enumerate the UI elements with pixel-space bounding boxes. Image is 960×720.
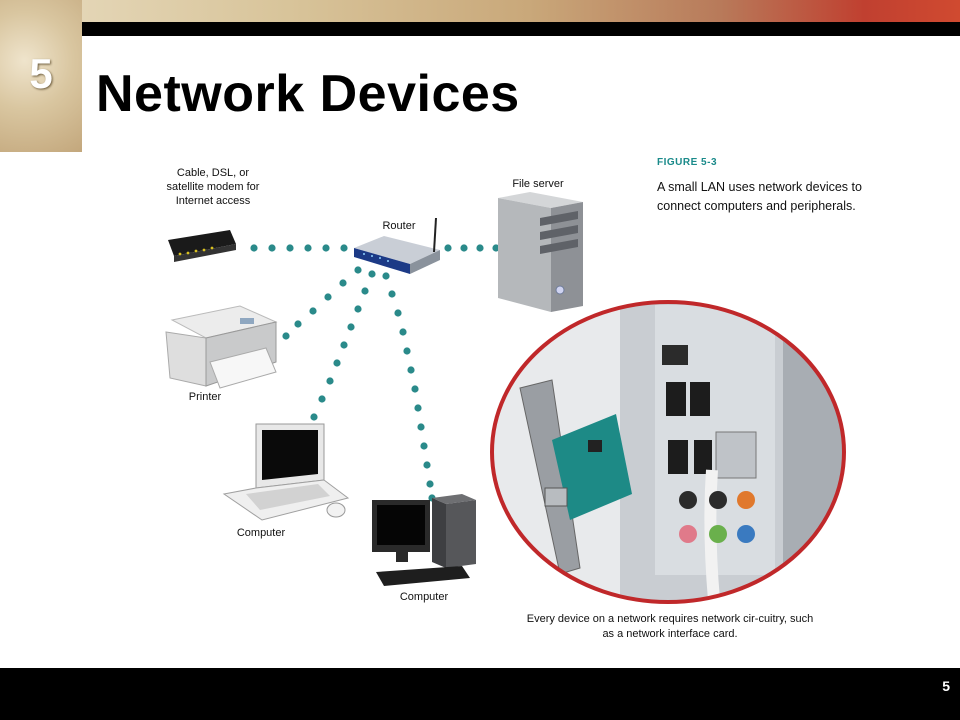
router-printer-link <box>282 266 362 340</box>
slide-title: Network Devices <box>96 65 520 123</box>
chapter-number: 5 <box>29 50 53 97</box>
router-laptop-link <box>310 270 376 421</box>
header-black-bar <box>82 22 960 36</box>
chapter-leaf-background <box>0 0 82 152</box>
footer-bar <box>0 668 960 720</box>
header-leaf-background <box>0 0 960 22</box>
nic-caption: Every device on a network requires netwo… <box>526 613 814 640</box>
router-icon <box>354 217 440 274</box>
desktop-computer-icon <box>372 494 476 586</box>
figure-label: FIGURE 5-3 <box>657 157 718 168</box>
desktop-label: Computer <box>399 591 449 603</box>
printer-icon <box>165 305 278 389</box>
router-label: Router <box>382 220 416 232</box>
modem-icon <box>168 230 236 262</box>
figure-caption: A small LAN uses network devices to conn… <box>657 180 862 213</box>
network-card-closeup <box>490 300 846 604</box>
modem-label: Cable, DSL, or satellite modem for Inter… <box>166 167 260 207</box>
printer-label: Printer <box>188 391 222 403</box>
laptop-icon <box>222 423 350 521</box>
router-desktop-link <box>382 272 436 502</box>
connection-lines <box>250 244 500 502</box>
modem-router-link <box>250 244 348 252</box>
page-number: 5 <box>942 678 950 694</box>
router-server-link <box>444 244 500 252</box>
file-server-label: File server <box>512 178 564 190</box>
laptop-label: Computer <box>236 527 286 539</box>
file-server-icon <box>498 192 583 312</box>
